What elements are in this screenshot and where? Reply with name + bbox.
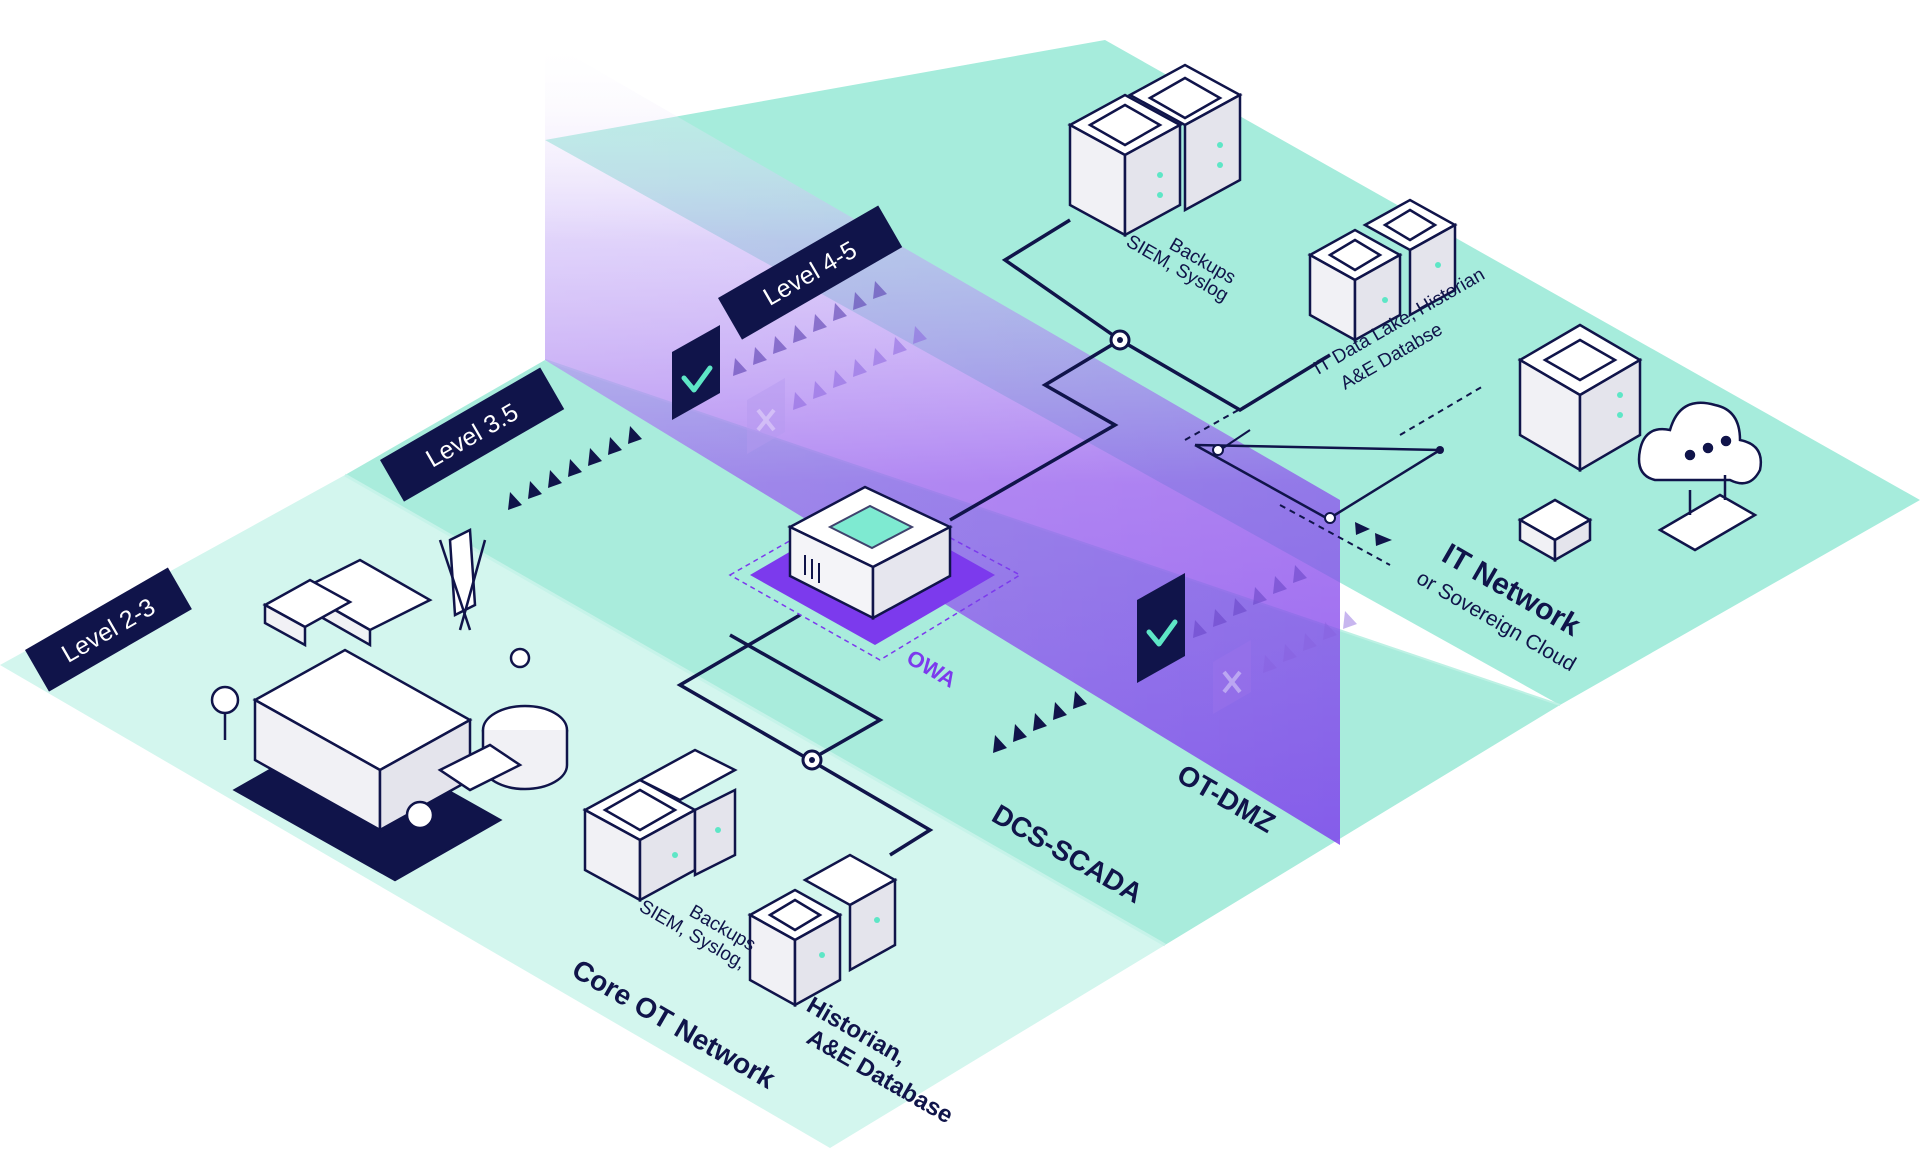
industrial-plant: [210, 528, 569, 882]
dcs-scada-floor: [345, 360, 1560, 945]
ot-siem-servers: [582, 748, 738, 903]
ot-historian-servers: [747, 853, 898, 1008]
flow-arrows-upper-faded: [733, 281, 887, 376]
block-badge-upper: [747, 378, 785, 454]
flow-arrows-upper: [508, 426, 642, 510]
owa-dashed-outline: [728, 494, 1022, 661]
flow-arrows-upper-blocked: [793, 326, 927, 410]
x-icon: [1222, 670, 1242, 694]
it-siem-servers: [1067, 63, 1243, 238]
flow-arrows-lower-faded: [1193, 565, 1307, 638]
check-badge-upper: [672, 325, 720, 420]
x-icon: [756, 408, 776, 432]
it-network-server: [1517, 323, 1643, 563]
owa-device: [728, 485, 1022, 661]
network-dashed: [1184, 384, 1486, 566]
it-datalake-servers: [1307, 198, 1458, 343]
check-badge-lower: [1137, 573, 1185, 683]
cloud-icon: [1637, 401, 1763, 552]
arrow-icon: [1375, 533, 1392, 546]
core-ot-floor: [0, 475, 1165, 1148]
network-lines: [676, 218, 1441, 857]
check-icon: [681, 365, 713, 393]
flow-arrows-lower: [993, 691, 1087, 753]
block-badge-lower: [1213, 640, 1251, 714]
flow-arrows-lower-blocked: [1263, 611, 1357, 673]
check-icon: [1146, 619, 1178, 647]
